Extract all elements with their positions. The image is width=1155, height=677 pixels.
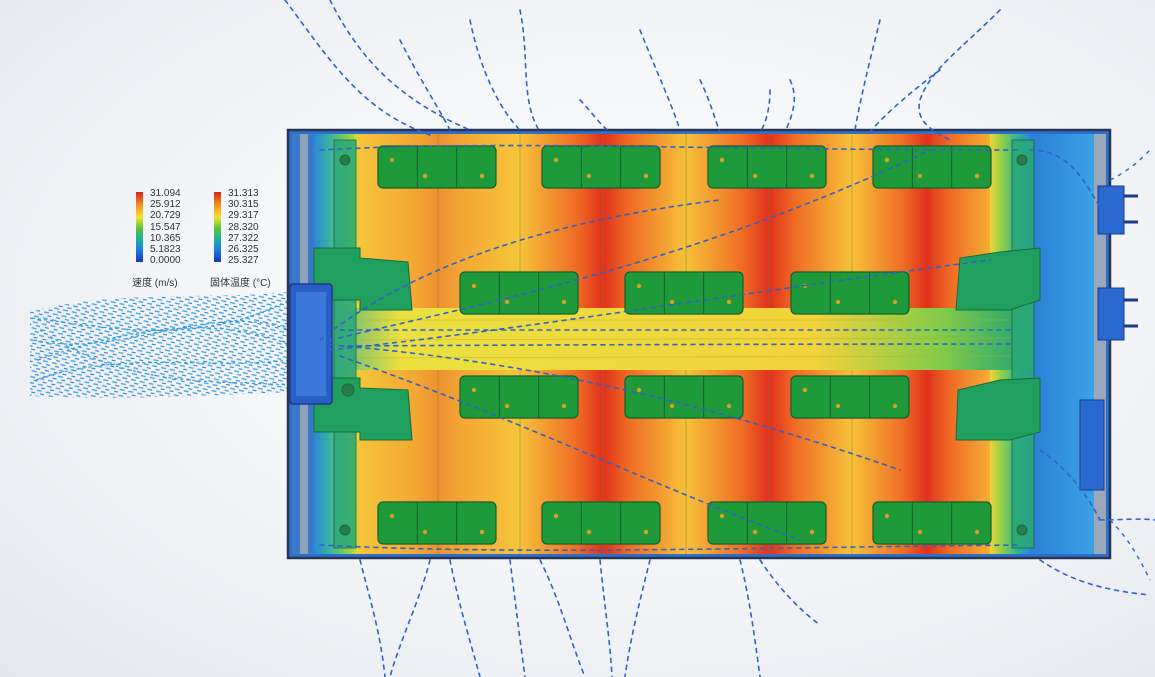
inlet-fan-icon (289, 283, 333, 405)
velocity-legend-values: 31.094 25.912 20.729 15.547 10.365 5.182… (150, 188, 181, 266)
temperature-legend-unit: 固体温度 (°C) (210, 278, 271, 289)
temperature-legend-value: 30.315 (228, 199, 259, 211)
right-mounting-rail (955, 139, 1041, 549)
module-pad (459, 375, 579, 419)
inlet-airflow-particles (30, 292, 292, 398)
temperature-legend-values: 31.313 30.315 29.317 28.320 27.322 26.32… (228, 188, 259, 266)
temperature-legend-value: 29.317 (228, 210, 259, 222)
velocity-color-bar (136, 192, 143, 262)
temperature-legend-value: 25.327 (228, 255, 259, 267)
velocity-legend-value: 10.365 (150, 232, 181, 244)
airflow-streamlines (284, 0, 1155, 677)
velocity-legend-value: 5.1823 (150, 244, 181, 256)
module-pad (872, 145, 992, 189)
outlet-streamlines (1109, 149, 1151, 581)
velocity-legend: 31.094 25.912 20.729 15.547 10.365 5.182… (132, 188, 224, 289)
temperature-legend-value: 27.322 (228, 232, 259, 244)
battery-module-pads (377, 145, 992, 545)
module-pad (790, 375, 910, 419)
temperature-legend: 31.313 30.315 29.317 28.320 27.322 26.32… (210, 188, 302, 289)
velocity-legend-value: 31.094 (150, 188, 181, 199)
module-pad (624, 375, 744, 419)
velocity-legend-value: 25.912 (150, 199, 181, 211)
temperature-color-bar (214, 192, 221, 262)
module-pad (707, 501, 827, 545)
temperature-legend-value: 31.313 (228, 188, 259, 199)
temperature-legend-value: 26.325 (228, 244, 259, 256)
module-pad (541, 501, 661, 545)
velocity-legend-value: 0.0000 (150, 255, 181, 267)
module-pad (377, 145, 497, 189)
module-pad (377, 501, 497, 545)
module-pad (707, 145, 827, 189)
velocity-legend-unit: 速度 (m/s) (132, 278, 178, 289)
outlet-connector-icon (1079, 185, 1138, 491)
temperature-legend-value: 28.320 (228, 221, 259, 233)
module-pad (624, 271, 744, 315)
velocity-legend-value: 20.729 (150, 210, 181, 222)
module-pad (872, 501, 992, 545)
velocity-legend-value: 15.547 (150, 221, 181, 233)
module-pad (459, 271, 579, 315)
battery-enclosure (286, 128, 1112, 560)
module-pad (790, 271, 910, 315)
module-pad (541, 145, 661, 189)
